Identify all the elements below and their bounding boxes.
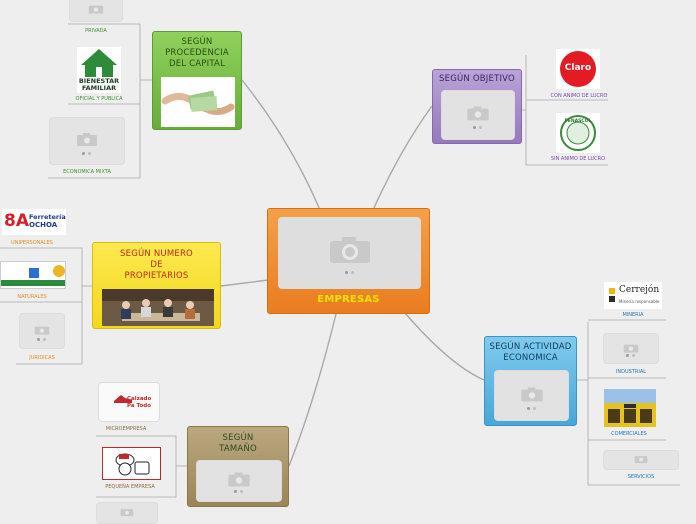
ferreteria-line1: Ferretería	[29, 213, 66, 221]
leaf-industrial-label[interactable]: INDUSTRIAL	[615, 369, 647, 375]
leaf-mixta-label[interactable]: ECONOMICA MIXTA	[63, 169, 111, 175]
calzado-line2: Pa Todo	[127, 403, 152, 409]
boardroom-scene-icon	[102, 289, 214, 326]
pagination-dots	[36, 338, 48, 342]
branch-numero-propietarios[interactable]: SEGÚN NUMERO DE PROPIETARIOS	[92, 242, 221, 329]
bienestar-line1: BIENESTAR	[78, 77, 120, 85]
camera-icon	[520, 386, 543, 401]
ferreteria-ochoa-logo: 8A Ferretería OCHOA	[2, 209, 66, 235]
chef-mascot-icon	[115, 453, 150, 476]
leaf-mineria-label[interactable]: MINERIA	[622, 312, 644, 318]
leaf-micro-label[interactable]: MICROEMPRESA	[105, 426, 147, 432]
center-node-empresas[interactable]: EMPRESAS	[267, 208, 430, 314]
branch-objetivo[interactable]: SEGÚN OBJETIVO	[432, 69, 522, 144]
bienestar-line2: FAMILIAR	[81, 84, 117, 92]
claro-logo: Claro	[556, 49, 600, 89]
leaf-unipersonales-label[interactable]: UNIPERSONALES	[11, 240, 53, 246]
meeting-photo	[102, 289, 214, 326]
pequena-empresa-logo	[102, 447, 161, 480]
money-handover-image	[161, 77, 235, 127]
camera-icon	[228, 472, 250, 487]
leaf-mixta-image	[49, 117, 125, 165]
storefront-icon	[604, 389, 656, 427]
pagination-dots	[81, 151, 93, 155]
bienestar-house-icon	[81, 49, 117, 77]
branch-propietarios-title: SEGÚN NUMERO DE PROPIETARIOS	[120, 249, 193, 281]
pagination-dots	[526, 407, 538, 411]
cerrejon-text: Cerrejón	[619, 285, 660, 295]
cerrejon-sub: Minería responsable	[619, 299, 660, 304]
fenascol-seal-icon	[560, 115, 596, 151]
leaf-privada-label[interactable]: PRIVADA	[85, 28, 107, 34]
branch-tamano-title: SEGÚN TAMAÑO	[219, 433, 257, 454]
center-image-placeholder	[278, 217, 421, 289]
camera-icon	[467, 106, 489, 121]
leaf-industrial-image	[603, 333, 659, 364]
branch-procedencia-capital[interactable]: SEGÚN PROCEDENCIA DEL CAPITAL	[152, 31, 242, 130]
pagination-dots	[233, 490, 245, 493]
cerrejon-logo: Cerrejón Minería responsable	[604, 282, 662, 309]
leaf-servicios-label[interactable]: SERVICIOS	[627, 474, 655, 480]
leaf-naturales-label[interactable]: NATURALES	[17, 294, 47, 300]
camera-icon	[329, 237, 370, 263]
branch-tamano[interactable]: SEGÚN TAMAÑO	[187, 426, 289, 507]
branch-objetivo-title: SEGÚN OBJETIVO	[439, 74, 515, 84]
ferreteria-line2: OCHOA	[29, 221, 58, 229]
pagination-dots	[625, 354, 637, 358]
camera-icon	[34, 326, 50, 335]
claro-text: Claro	[564, 63, 592, 73]
leaf-servicios-image	[603, 450, 679, 470]
center-title: EMPRESAS	[317, 294, 380, 305]
tamano-image-placeholder	[196, 460, 282, 502]
actividad-image-placeholder	[494, 370, 569, 421]
camera-icon	[120, 509, 134, 517]
pagination-dots	[344, 271, 356, 274]
leaf-juridicas-label[interactable]: JURIDICAS	[29, 355, 55, 361]
objetivo-image-placeholder	[441, 90, 515, 140]
camera-icon	[623, 344, 639, 353]
claro-circle-icon	[560, 51, 596, 87]
naturales-banner-icon	[1, 265, 65, 286]
leaf-con-animo-label[interactable]: CON ANIMO DE LUCRO	[550, 93, 608, 99]
leaf-pequena-label[interactable]: PEQUEÑA EMPRESA	[105, 484, 155, 490]
leaf-sin-animo-label[interactable]: SIN ANIMO DE LUCRO	[550, 156, 606, 162]
leaf-oficial-label[interactable]: OFICIAL Y PUBLICA	[75, 96, 123, 102]
branch-procedencia-title: SEGÚN PROCEDENCIA DEL CAPITAL	[165, 37, 229, 69]
camera-icon	[88, 5, 104, 14]
camera-icon	[77, 133, 97, 146]
calzado-pa-todo-logo: Calzado Pa Todo	[98, 382, 160, 422]
leaf-privada-image	[69, 0, 123, 22]
leaf-juridicas-image	[19, 313, 65, 349]
leaf-comerciales-label[interactable]: COMERCIALES	[611, 431, 647, 437]
hands-money-icon	[161, 77, 235, 127]
naturales-logo	[0, 261, 66, 289]
fenascol-logo: FENASCOL	[556, 113, 600, 153]
calzado-line1: Calzado	[127, 396, 152, 402]
fenascol-text: FENASCOL	[564, 119, 592, 124]
branch-actividad-economica[interactable]: SEGÚN ACTIVIDAD ECONOMICA	[484, 336, 577, 426]
pagination-dots	[472, 126, 484, 130]
comerciales-storefront-photo	[604, 389, 656, 427]
ferreteria-letters: 8A	[4, 211, 29, 231]
leaf-tamano-extra-image	[96, 502, 158, 524]
camera-icon	[634, 456, 648, 464]
bienestar-familiar-logo: BIENESTAR FAMILIAR	[77, 47, 121, 93]
cerrejon-mark-icon	[609, 288, 615, 302]
shoe-icon	[114, 395, 132, 403]
branch-actividad-title: SEGÚN ACTIVIDAD ECONOMICA	[489, 342, 572, 363]
